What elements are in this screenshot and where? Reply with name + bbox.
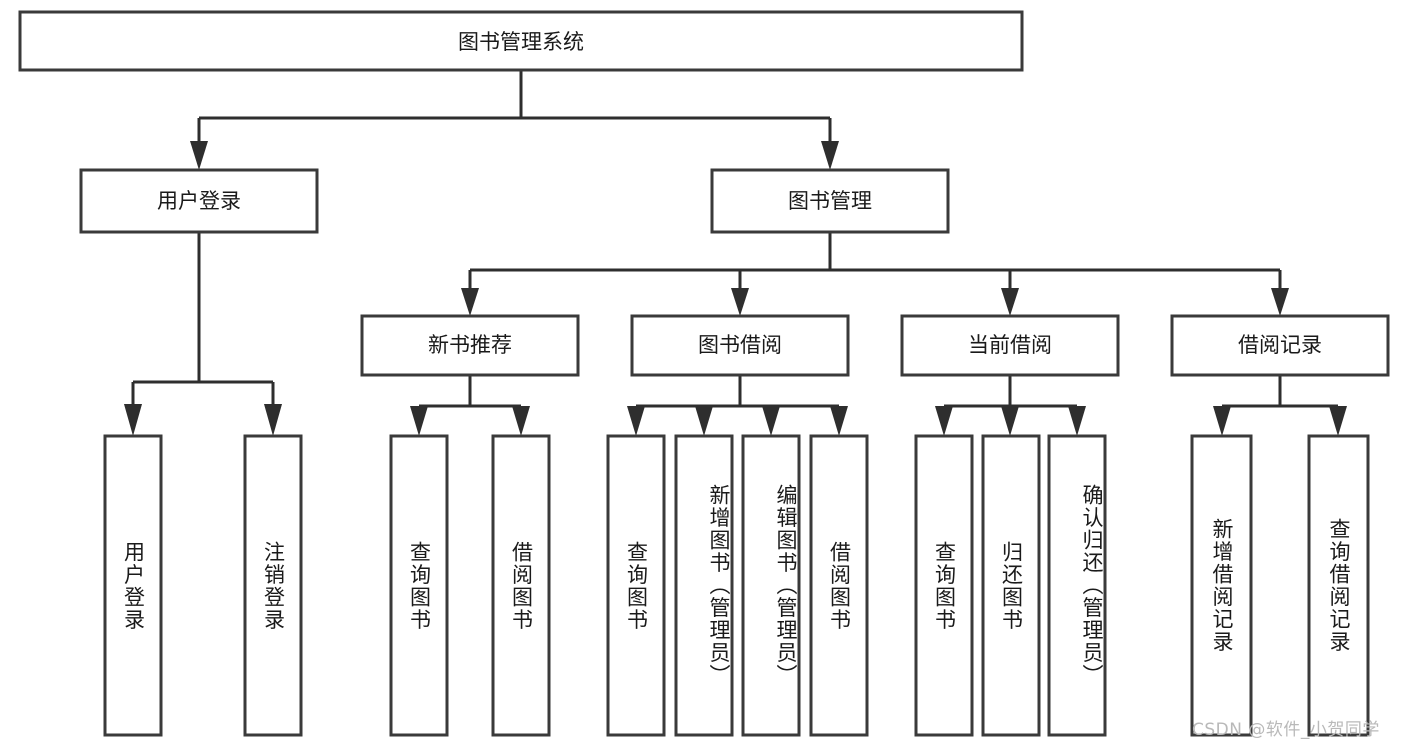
connector-group-borrow-record — [1213, 375, 1347, 436]
connector-group-root — [190, 70, 839, 170]
node-box-leaf-edit-book[interactable] — [741, 434, 801, 737]
node-box-user-login[interactable] — [79, 168, 319, 234]
csdn-watermark: CSDN @软件_小贺同学 — [1192, 720, 1380, 740]
node-box-leaf-query-book-3[interactable] — [914, 434, 974, 737]
connector-group-book-manage — [461, 232, 1289, 316]
node-label-book-borrow: 图书借阅 — [698, 333, 782, 357]
node-box-book-manage[interactable] — [710, 168, 950, 234]
node-box-leaf-confirm-return[interactable] — [1047, 434, 1107, 737]
node-box-leaf-query-book-1[interactable] — [389, 434, 449, 737]
connector-group-current-borrow — [935, 375, 1086, 436]
node-box-book-borrow[interactable] — [630, 314, 850, 377]
node-box-leaf-query-book-2[interactable] — [606, 434, 666, 737]
connector-group-user-login — [124, 232, 282, 436]
arrow-head-leaf-add-record — [1213, 406, 1231, 436]
node-box-leaf-return-book[interactable] — [981, 434, 1041, 737]
node-box-leaf-add-book[interactable] — [674, 434, 734, 737]
arrow-head-current-borrow — [1001, 288, 1019, 316]
node-box-new-book-recommend[interactable] — [360, 314, 580, 377]
node-label-new-book-recommend: 新书推荐 — [428, 333, 512, 357]
node-label-user-login: 用户登录 — [157, 189, 241, 213]
arrow-head-borrow-record — [1271, 288, 1289, 316]
arrow-head-leaf-borrow-book-2 — [830, 406, 848, 436]
node-label-book-manage: 图书管理 — [788, 189, 872, 213]
arrow-head-leaf-borrow-book-1 — [512, 406, 530, 436]
arrow-head-leaf-query-record — [1329, 406, 1347, 436]
node-box-leaf-logout-login[interactable] — [243, 434, 303, 737]
node-box-leaf-borrow-book-1[interactable] — [491, 434, 551, 737]
arrow-head-leaf-user-login — [124, 404, 142, 436]
arrow-head-book-borrow — [731, 288, 749, 316]
node-box-borrow-record[interactable] — [1170, 314, 1390, 377]
node-label-root: 图书管理系统 — [458, 30, 584, 54]
arrow-head-leaf-query-book-1 — [410, 406, 428, 436]
arrow-head-leaf-query-book-2 — [627, 406, 645, 436]
node-box-leaf-add-record[interactable] — [1190, 434, 1253, 737]
arrow-head-leaf-add-book — [695, 406, 713, 436]
arrow-head-leaf-logout-login — [264, 404, 282, 436]
arrow-head-user-login — [190, 141, 208, 170]
node-box-leaf-query-record[interactable] — [1307, 434, 1370, 737]
node-box-leaf-user-login[interactable] — [103, 434, 163, 737]
connector-group-book-borrow — [627, 375, 848, 436]
node-box-current-borrow[interactable] — [900, 314, 1120, 377]
node-box-leaf-borrow-book-2[interactable] — [809, 434, 869, 737]
node-label-borrow-record: 借阅记录 — [1238, 333, 1322, 357]
arrow-head-book-manage — [821, 141, 839, 170]
node-box-root[interactable] — [18, 10, 1024, 72]
arrow-head-new-book-recommend — [461, 288, 479, 316]
connector-group-new-book-recommend — [410, 375, 530, 436]
node-label-current-borrow: 当前借阅 — [968, 333, 1052, 357]
arrow-head-leaf-return-book — [1001, 406, 1019, 436]
arrow-head-leaf-query-book-3 — [935, 406, 953, 436]
arrow-head-leaf-edit-book — [762, 406, 780, 436]
arrow-head-leaf-confirm-return — [1068, 406, 1086, 436]
